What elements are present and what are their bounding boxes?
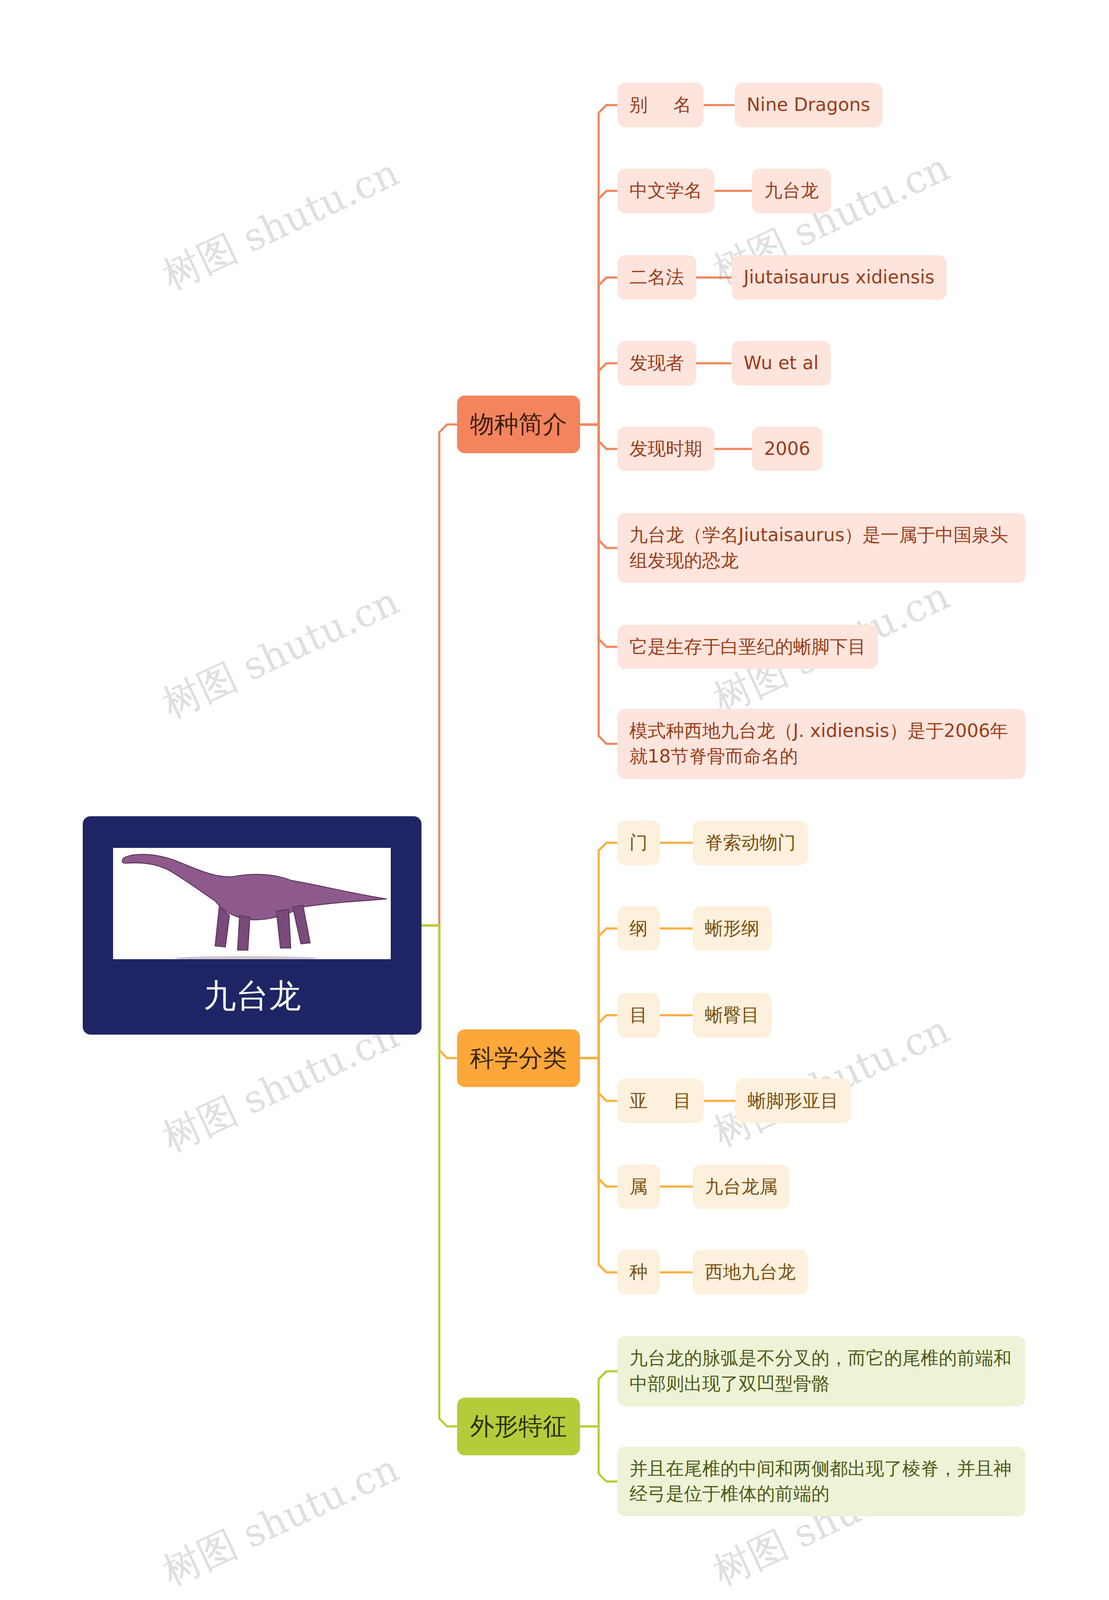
- value-node: 蜥脚形亚目: [735, 1078, 851, 1124]
- node-text: 脊索动物门: [704, 830, 796, 855]
- key-node: 种: [617, 1249, 660, 1295]
- connector: [659, 1185, 693, 1188]
- value-node: Nine Dragons: [734, 82, 883, 128]
- node-text: 模式种西地九台龙（J. xidiensis）是于2006年就18节脊骨而命名的: [629, 718, 1014, 770]
- connector: [580, 277, 618, 425]
- node-text: Wu et al: [743, 351, 819, 376]
- connector: [580, 190, 618, 425]
- value-node: 九台龙属: [692, 1164, 790, 1210]
- connector: [659, 927, 693, 930]
- connector: [659, 1271, 693, 1274]
- note-node: 模式种西地九台龙（J. xidiensis）是于2006年就18节脊骨而命名的: [617, 708, 1026, 779]
- node-text: 九台龙属: [704, 1174, 778, 1199]
- connector: [714, 447, 753, 451]
- connector: [580, 424, 618, 744]
- node-text: 外形特征: [470, 1410, 568, 1443]
- connector: [659, 1014, 693, 1017]
- connector: [580, 1014, 618, 1058]
- key-node: 属: [617, 1164, 660, 1210]
- node-text: 中文学名: [629, 178, 703, 203]
- node-text: 纲: [629, 916, 648, 941]
- connector: [714, 189, 753, 192]
- node-text: 九台龙的脉弧是不分叉的，而它的尾椎的前端和中部则出现了双凹型骨骼: [629, 1345, 1014, 1397]
- connector: [703, 103, 735, 107]
- node-text: 它是生存于白垩纪的蜥脚下目: [629, 634, 866, 660]
- node-text: 门: [629, 830, 648, 855]
- watermark: 树图 shutu.cn: [154, 1442, 408, 1598]
- node-text: 二名法: [629, 265, 685, 290]
- branch-node: 物种简介: [457, 395, 581, 454]
- node-text: 九台龙（学名Jiutaisaurus）是一属于中国泉头组发现的恐龙: [629, 522, 1014, 574]
- key-node: 发现者: [617, 340, 697, 386]
- key-node: 二名法: [617, 255, 697, 300]
- note-node: 它是生存于白垩纪的蜥脚下目: [617, 624, 879, 670]
- connector: [580, 1371, 618, 1427]
- node-text: 蜥臀目: [704, 1003, 760, 1028]
- connector: [580, 1426, 618, 1482]
- connector: [659, 841, 693, 844]
- connector: [580, 928, 618, 1058]
- key-node: 别 名: [617, 82, 704, 128]
- value-node: 西地九台龙: [692, 1249, 808, 1295]
- connector: [580, 363, 618, 425]
- node-text: Jiutaisaurus xidiensis: [743, 265, 935, 290]
- node-text: 九台龙: [764, 178, 819, 203]
- watermark: 树图 shutu.cn: [154, 147, 408, 302]
- node-text: 亚 目: [629, 1089, 692, 1113]
- connector: [696, 362, 732, 365]
- node-text: 蜥脚形亚目: [747, 1089, 839, 1113]
- branch-node: 科学分类: [457, 1029, 581, 1087]
- key-node: 目: [617, 992, 660, 1038]
- branch-node: 外形特征: [457, 1397, 581, 1456]
- node-text: 蜥形纲: [704, 916, 760, 941]
- node-text: 科学分类: [470, 1042, 568, 1074]
- node-text: 并且在尾椎的中间和两侧都出现了棱脊，并且神经弓是位于椎体的前端的: [629, 1455, 1014, 1508]
- connector: [580, 1057, 618, 1273]
- node-text: 九台龙: [203, 975, 302, 1017]
- dinosaur-illustration: [113, 847, 391, 960]
- note-node: 并且在尾椎的中间和两侧都出现了棱脊，并且神经弓是位于椎体的前端的: [617, 1446, 1026, 1517]
- connector: [580, 105, 618, 425]
- node-text: 2006: [764, 437, 811, 461]
- node-text: Nine Dragons: [746, 93, 871, 117]
- key-node: 纲: [617, 906, 660, 951]
- node-text: 物种简介: [470, 408, 568, 441]
- value-node: 蜥形纲: [692, 906, 772, 951]
- key-node: 中文学名: [617, 168, 715, 214]
- key-node: 门: [617, 820, 660, 866]
- value-node: 九台龙: [752, 168, 831, 214]
- value-node: 2006: [752, 426, 823, 472]
- connector: [421, 925, 458, 1427]
- node-text: 目: [629, 1003, 648, 1028]
- node-text: 发现时期: [629, 437, 703, 461]
- value-node: Jiutaisaurus xidiensis: [731, 255, 947, 300]
- node-text: 种: [629, 1260, 648, 1285]
- watermark: 树图 shutu.cn: [154, 575, 408, 731]
- node-text: 属: [629, 1174, 648, 1199]
- node-text: 发现者: [629, 351, 685, 376]
- connector: [580, 842, 618, 1058]
- note-node: 九台龙（学名Jiutaisaurus）是一属于中国泉头组发现的恐龙: [617, 512, 1026, 584]
- note-node: 九台龙的脉弧是不分叉的，而它的尾椎的前端和中部则出现了双凹型骨骼: [617, 1335, 1026, 1407]
- value-node: 脊索动物门: [692, 820, 808, 866]
- node-text: 别 名: [629, 93, 692, 117]
- connector: [421, 424, 458, 926]
- key-node: 发现时期: [617, 426, 715, 472]
- value-node: 蜥臀目: [692, 992, 772, 1038]
- key-node: 亚 目: [617, 1078, 704, 1124]
- node-text: 西地九台龙: [704, 1260, 796, 1285]
- value-node: Wu et al: [731, 340, 831, 386]
